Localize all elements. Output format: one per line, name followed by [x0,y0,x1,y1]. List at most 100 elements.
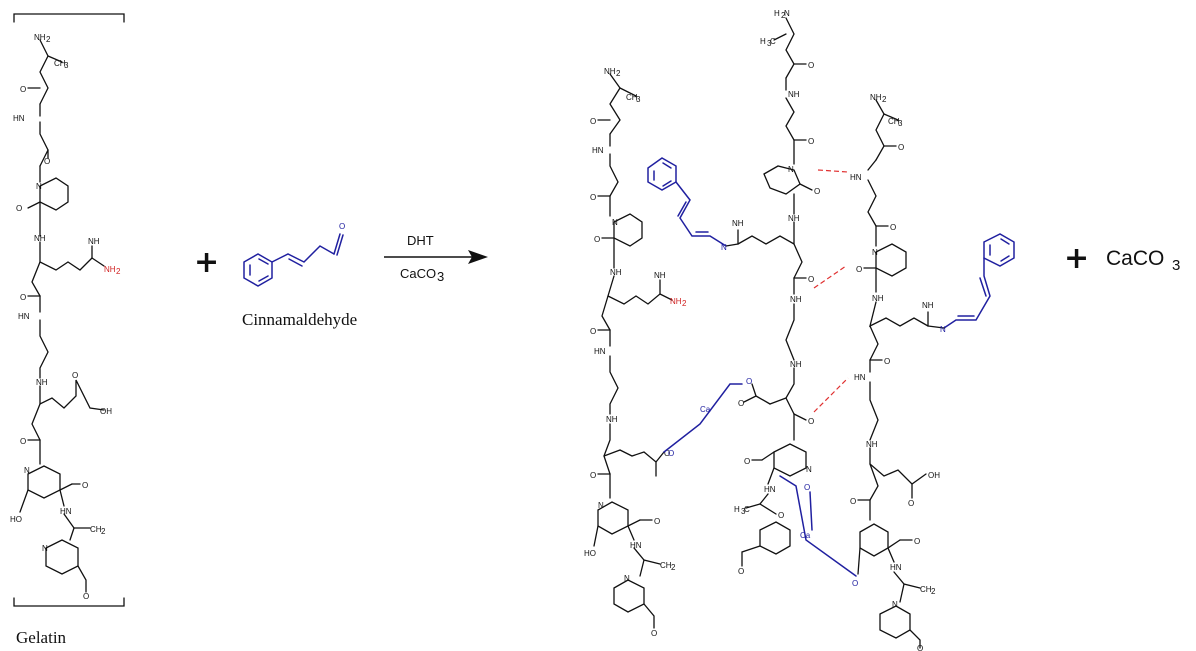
svg-text:N: N [36,182,42,191]
svg-text:NH: NH [790,295,802,304]
svg-text:O: O [72,371,78,380]
svg-text:2: 2 [931,587,936,596]
svg-text:O: O [83,592,89,601]
svg-text:C: C [770,37,776,46]
svg-text:O: O [651,629,657,638]
svg-text:O: O [917,644,923,651]
svg-text:NH: NH [732,219,744,228]
svg-text:O: O [744,457,750,466]
svg-text:HO: HO [584,549,596,558]
svg-text:O: O [738,567,744,576]
svg-text:O: O [884,357,890,366]
svg-text:N: N [624,574,630,583]
svg-text:3: 3 [64,61,69,70]
condition-dht: DHT [407,233,434,248]
svg-text:OH: OH [100,407,112,416]
svg-text:O: O [654,517,660,526]
product-chain-middle [737,17,813,567]
cinnamaldehyde-label: Cinnamaldehyde [242,310,357,329]
svg-text:HO: HO [10,515,22,524]
svg-text:HN: HN [13,114,25,123]
svg-text:HN: HN [630,541,642,550]
svg-text:O: O [808,275,814,284]
svg-text:HN: HN [850,173,862,182]
svg-text:HN: HN [60,507,72,516]
svg-text:O: O [590,193,596,202]
svg-text:O: O [664,449,670,458]
product-chain-right [857,99,929,649]
gelatin-structure [13,13,125,607]
svg-text:2: 2 [671,563,676,572]
svg-text:2: 2 [882,95,887,104]
svg-text:2: 2 [46,35,51,44]
svg-text:H: H [774,9,780,18]
svg-text:NH: NH [36,378,48,387]
ca-ion-lower: Ca [800,531,811,540]
svg-text:NH: NH [788,214,800,223]
svg-text:N: N [872,248,878,257]
svg-text:O: O [814,187,820,196]
byproduct-caco3-subscript: 3 [1172,257,1180,274]
svg-text:HN: HN [594,347,606,356]
svg-text:O: O [590,117,596,126]
svg-text:NH: NH [790,360,802,369]
product-chain-left [593,73,673,629]
cinnamyl-graft-right [927,233,1015,329]
svg-text:NH: NH [88,237,100,246]
svg-text:NH: NH [670,297,682,306]
svg-text:O: O [590,327,596,336]
svg-text:O: O [20,85,26,94]
svg-text:NH: NH [34,234,46,243]
svg-text:H: H [760,37,766,46]
svg-text:NH: NH [104,265,116,274]
svg-text:O: O [908,499,914,508]
cinnamaldehyde-structure [243,233,344,287]
svg-text:N: N [892,600,898,609]
svg-text:2: 2 [781,11,786,20]
svg-text:HN: HN [854,373,866,382]
svg-text:O: O [890,223,896,232]
svg-text:O: O [856,265,862,274]
svg-text:O: O [808,61,814,70]
svg-text:HN: HN [890,563,902,572]
svg-text:O: O [16,204,22,213]
svg-text:2: 2 [101,527,106,536]
svg-text:O: O [898,143,904,152]
gelatin-label: Gelatin [16,628,67,647]
svg-text:NH: NH [788,90,800,99]
svg-text:HN: HN [592,146,604,155]
svg-text:O: O [20,293,26,302]
svg-text:3: 3 [636,95,641,104]
svg-text:O: O [590,471,596,480]
svg-text:O: O [668,449,674,458]
bracket-bottom [13,597,125,607]
svg-text:NH: NH [872,294,884,303]
svg-text:N: N [612,218,618,227]
svg-text:NH: NH [34,33,46,42]
svg-text:O: O [914,537,920,546]
condition-caco3-subscript: 3 [437,269,444,284]
condition-caco3: CaCO [400,266,436,281]
plus-sign: + [194,245,219,280]
svg-text:OH: OH [928,471,940,480]
svg-text:O: O [778,511,784,520]
svg-text:NH: NH [866,440,878,449]
svg-text:NH: NH [922,301,934,310]
imine-n-middle: N [721,243,727,252]
svg-text:NH: NH [610,268,622,277]
svg-text:O: O [738,399,744,408]
svg-text:O: O [20,437,26,446]
hydrogen-bonds [813,169,849,413]
svg-text:2: 2 [682,299,687,308]
svg-text:N: N [598,501,604,510]
svg-text:3: 3 [898,119,903,128]
svg-text:CH: CH [626,93,638,102]
calcium-bridges [663,383,857,577]
svg-text:2: 2 [116,267,121,276]
svg-text:HN: HN [18,312,30,321]
svg-text:O: O [808,137,814,146]
svg-text:N: N [788,165,794,174]
